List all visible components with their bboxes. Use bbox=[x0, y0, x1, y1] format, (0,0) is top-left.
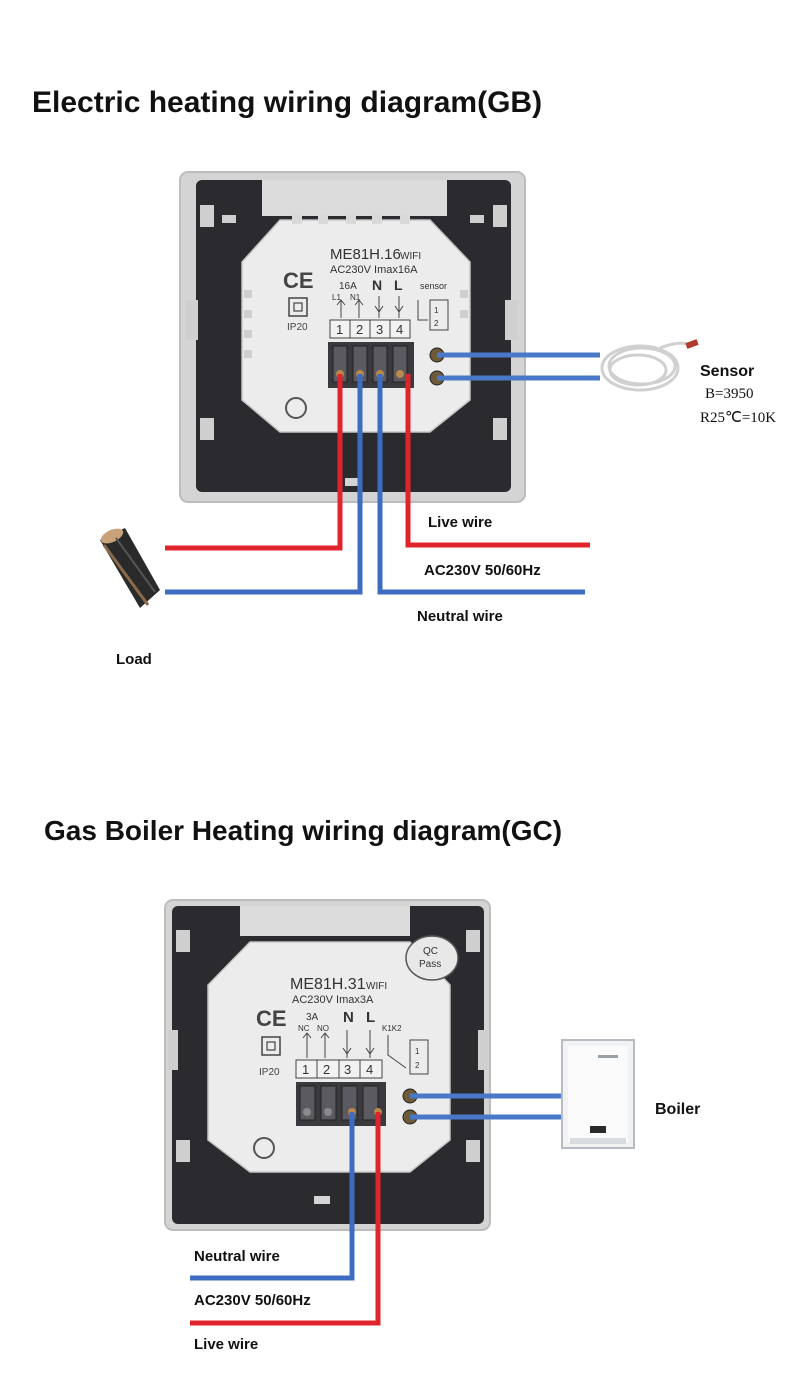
gb-l1: L1 bbox=[332, 293, 341, 302]
gb-sensor-label: Sensor bbox=[700, 363, 755, 380]
gc-qc-sticker bbox=[405, 935, 459, 981]
gb-reset-hole bbox=[285, 397, 307, 419]
gc-ce-mark: CE bbox=[256, 1006, 287, 1031]
gc-l: L bbox=[366, 1009, 375, 1026]
gc-nc: NC bbox=[298, 1024, 310, 1033]
gc-neutral-wire bbox=[190, 1112, 355, 1281]
gb-supply-neutral-wire bbox=[377, 374, 585, 595]
gc-terminal-screws bbox=[299, 1085, 382, 1121]
gb-mount-notches bbox=[186, 205, 517, 440]
gb-title: Electric heating wiring diagram(GB) bbox=[32, 86, 543, 119]
gc-current: 3A bbox=[306, 1012, 319, 1023]
gc-double-insulation-icon bbox=[261, 1036, 281, 1056]
gc-terminal-4: 4 bbox=[366, 1062, 373, 1077]
gc-neutral-label: Neutral wire bbox=[194, 1248, 280, 1265]
gc-terminal-1: 1 bbox=[302, 1062, 309, 1077]
gc-boiler-label: Boiler bbox=[655, 1101, 701, 1118]
gc-relay-terminal-2: 2 bbox=[415, 1061, 420, 1070]
gc-title: Gas Boiler Heating wiring diagram(GC) bbox=[44, 815, 563, 846]
gb-sensor-terminal-1: 1 bbox=[434, 306, 439, 315]
gb-ac-label: AC230V 50/60Hz bbox=[424, 562, 541, 579]
gb-terminal-3: 3 bbox=[376, 322, 383, 337]
gb-load-neutral-wire bbox=[165, 374, 363, 595]
gc-relay-terminal-1: 1 bbox=[415, 1047, 420, 1056]
gc-no: NO bbox=[317, 1024, 329, 1033]
gb-load-film-icon bbox=[100, 528, 160, 608]
gb-ip: IP20 bbox=[287, 322, 308, 333]
gc-reset-hole bbox=[253, 1137, 275, 1159]
gb-rating: AC230V Imax16A bbox=[330, 264, 418, 276]
gb-model: ME81H.16 bbox=[330, 246, 401, 263]
gb-l: L bbox=[394, 277, 403, 293]
gc-live-label: Live wire bbox=[194, 1336, 259, 1353]
gc-terminal-3: 3 bbox=[344, 1062, 351, 1077]
gb-terminal-4: 4 bbox=[396, 322, 403, 337]
gb-live-label: Live wire bbox=[428, 514, 493, 531]
gb-n: N bbox=[372, 277, 382, 293]
gb-load-label: Load bbox=[116, 651, 152, 668]
gb-ce-mark: CE bbox=[283, 268, 314, 293]
gc-n: N bbox=[343, 1009, 354, 1026]
gc-boiler-icon bbox=[561, 1039, 635, 1149]
gc-ip: IP20 bbox=[259, 1067, 280, 1078]
gc-rating: AC230V Imax3A bbox=[292, 994, 374, 1006]
gb-neutral-label: Neutral wire bbox=[417, 608, 503, 625]
gc-model: ME81H.31 bbox=[290, 976, 366, 993]
gb-sensor-small: sensor bbox=[420, 281, 447, 291]
gb-load-live-wire bbox=[165, 374, 343, 551]
gb-sensor-b: B=3950 bbox=[705, 386, 754, 402]
gc-live-wire bbox=[190, 1112, 381, 1326]
gb-supply-live-wire bbox=[405, 374, 590, 548]
gb-n1: N1 bbox=[350, 293, 361, 302]
gb-sensor-probe bbox=[600, 341, 691, 392]
gc-k1k2: K1K2 bbox=[382, 1024, 402, 1033]
gb-current: 16A bbox=[339, 281, 357, 292]
gb-terminal-1: 1 bbox=[336, 322, 343, 337]
gb-double-insulation-icon bbox=[288, 297, 308, 317]
gb-diagram: ME81H.16 WIFI AC230V Imax16A CE IP20 16A… bbox=[100, 171, 699, 608]
gc-wifi: WIFI bbox=[366, 981, 387, 992]
gc-qc-1: QC bbox=[423, 946, 438, 957]
gb-sensor-terminal-2: 2 bbox=[434, 319, 439, 328]
gc-ac-label: AC230V 50/60Hz bbox=[194, 1292, 311, 1309]
gb-terminal-2: 2 bbox=[356, 322, 363, 337]
gc-diagram: QC Pass ME81H.31 WIFI AC230V Imax3A CE I… bbox=[164, 899, 635, 1326]
gb-wifi: WIFI bbox=[400, 251, 421, 262]
gb-sensor-r: R25℃=10K bbox=[700, 410, 777, 426]
gc-qc-2: Pass bbox=[419, 959, 441, 970]
gc-terminal-2: 2 bbox=[323, 1062, 330, 1077]
